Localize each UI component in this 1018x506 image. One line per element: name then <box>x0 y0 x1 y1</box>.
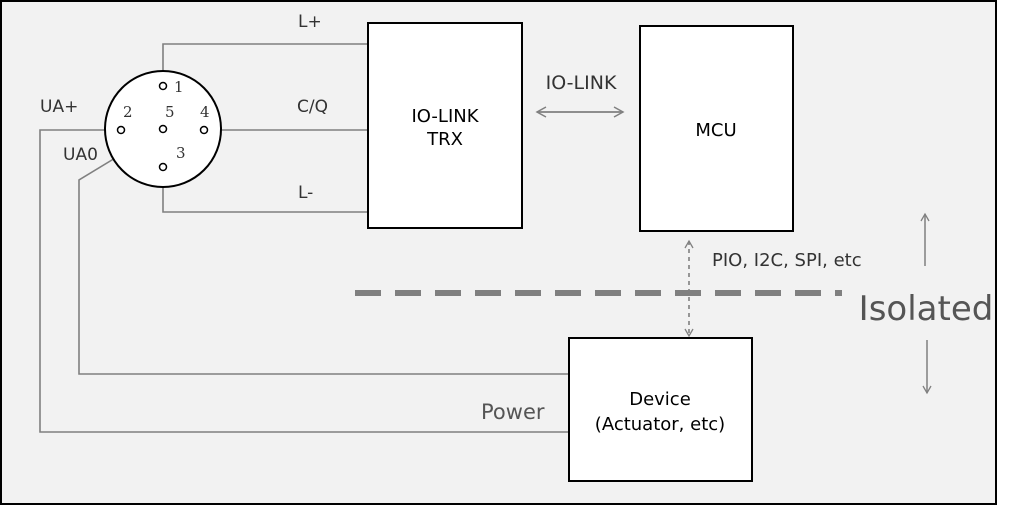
pin-3-dot <box>158 162 168 172</box>
label-power: Power <box>481 400 545 424</box>
label-ua0: UA0 <box>63 145 98 165</box>
mcu-box <box>639 25 794 232</box>
pin-1-dot <box>158 81 168 91</box>
pin-2-label: 2 <box>123 103 133 121</box>
trx-label-line1: IO-LINK <box>411 106 479 127</box>
label-io-link: IO-LINK <box>546 72 617 94</box>
pin-4-label: 4 <box>200 103 210 121</box>
label-isolated: Isolated <box>859 289 994 329</box>
label-ua-plus: UA+ <box>40 97 78 117</box>
device-box <box>568 337 753 482</box>
pin-3-label: 3 <box>176 144 186 162</box>
pin-4-dot <box>199 125 209 135</box>
mcu-label: MCU <box>695 120 736 141</box>
io-link-trx-box <box>367 22 523 229</box>
trx-label-line2: TRX <box>426 129 463 150</box>
m12-connector: 1 2 5 4 3 <box>104 70 222 188</box>
label-l-minus: L- <box>298 183 313 203</box>
pin-5-dot <box>158 124 168 134</box>
label-pio: PIO, I2C, SPI, etc <box>712 250 862 271</box>
wire-ua-plus <box>39 129 569 433</box>
device-label-line1: Device <box>629 389 691 410</box>
pin-2-dot <box>116 125 126 135</box>
pin-5-label: 5 <box>165 103 175 121</box>
label-l-plus: L+ <box>298 12 322 32</box>
label-cq: C/Q <box>297 97 328 117</box>
device-label-line2: (Actuator, etc) <box>595 414 725 435</box>
pin-1-label: 1 <box>174 78 184 96</box>
